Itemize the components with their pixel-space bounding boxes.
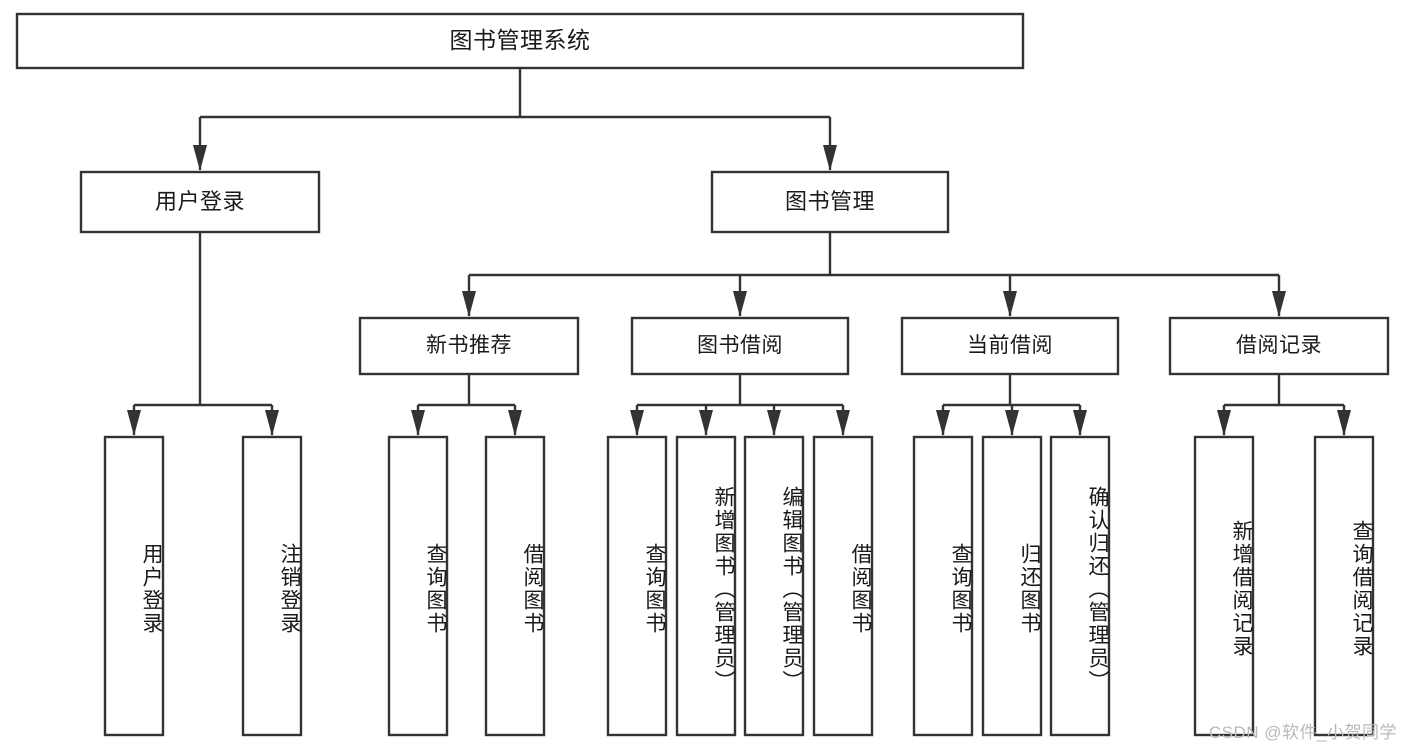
leaf-node-7[interactable] xyxy=(814,437,872,735)
leaf-node-box-1[interactable] xyxy=(241,435,303,737)
leaf-node-9[interactable] xyxy=(983,437,1041,735)
arrow-head-icon-leaf-0-1 xyxy=(265,410,279,436)
level3-node-2[interactable] xyxy=(902,318,1118,374)
arrow-head-icon-root-1 xyxy=(823,145,837,171)
leaf-node-1[interactable] xyxy=(243,437,301,735)
connector-layer xyxy=(127,68,1351,436)
leaf-node-6[interactable] xyxy=(745,437,803,735)
leaf-node-11[interactable] xyxy=(1195,437,1253,735)
arrow-head-icon-leaf-2-1 xyxy=(699,410,713,436)
leaf-node-box-0[interactable] xyxy=(103,435,165,737)
arrow-head-icon-leaf-2-3 xyxy=(836,410,850,436)
level3-node-0[interactable] xyxy=(360,318,578,374)
level3-node-box-2[interactable] xyxy=(900,316,1120,376)
node-box-layer xyxy=(15,12,1390,737)
leaf-node-box-2[interactable] xyxy=(387,435,449,737)
arrow-head-icon-leaf-0-0 xyxy=(127,410,141,436)
leaf-node-box-10[interactable] xyxy=(1049,435,1111,737)
arrow-head-icon-leaf-4-1 xyxy=(1337,410,1351,436)
arrow-head-icon-level2-3 xyxy=(1272,291,1286,317)
level2-node-box-0[interactable] xyxy=(79,170,321,234)
leaf-node-12[interactable] xyxy=(1315,437,1373,735)
level3-node-3[interactable] xyxy=(1170,318,1388,374)
leaf-node-box-12[interactable] xyxy=(1313,435,1375,737)
leaf-node-box-6[interactable] xyxy=(743,435,805,737)
level2-node-1[interactable] xyxy=(712,172,948,232)
leaf-node-4[interactable] xyxy=(608,437,666,735)
level3-node-box-0[interactable] xyxy=(358,316,580,376)
leaf-node-box-8[interactable] xyxy=(912,435,974,737)
arrow-head-icon-level2-2 xyxy=(1003,291,1017,317)
leaf-node-8[interactable] xyxy=(914,437,972,735)
arrow-head-icon-level2-0 xyxy=(462,291,476,317)
leaf-node-5[interactable] xyxy=(677,437,735,735)
root-node-box[interactable] xyxy=(15,12,1025,70)
leaf-node-10[interactable] xyxy=(1051,437,1109,735)
leaf-node-box-4[interactable] xyxy=(606,435,668,737)
root-node[interactable] xyxy=(17,14,1023,68)
arrow-head-icon-root-0 xyxy=(193,145,207,171)
arrow-head-icon-leaf-4-0 xyxy=(1217,410,1231,436)
arrow-head-icon-level2-1 xyxy=(733,291,747,317)
level2-node-0[interactable] xyxy=(81,172,319,232)
arrow-head-icon-leaf-3-0 xyxy=(936,410,950,436)
leaf-node-2[interactable] xyxy=(389,437,447,735)
leaf-node-box-3[interactable] xyxy=(484,435,546,737)
leaf-node-box-11[interactable] xyxy=(1193,435,1255,737)
arrow-head-icon-leaf-2-0 xyxy=(630,410,644,436)
leaf-node-3[interactable] xyxy=(486,437,544,735)
level3-node-1[interactable] xyxy=(632,318,848,374)
watermark: CSDN @软件_小贺同学 xyxy=(1208,723,1397,742)
arrow-head-icon-leaf-3-1 xyxy=(1005,410,1019,436)
leaf-node-box-9[interactable] xyxy=(981,435,1043,737)
arrow-head-icon-leaf-1-0 xyxy=(411,410,425,436)
leaf-node-box-7[interactable] xyxy=(812,435,874,737)
arrow-head-icon-leaf-1-1 xyxy=(508,410,522,436)
leaf-node-0[interactable] xyxy=(105,437,163,735)
arrow-head-icon-leaf-3-2 xyxy=(1073,410,1087,436)
leaf-node-box-5[interactable] xyxy=(675,435,737,737)
arrow-head-icon-leaf-2-2 xyxy=(767,410,781,436)
